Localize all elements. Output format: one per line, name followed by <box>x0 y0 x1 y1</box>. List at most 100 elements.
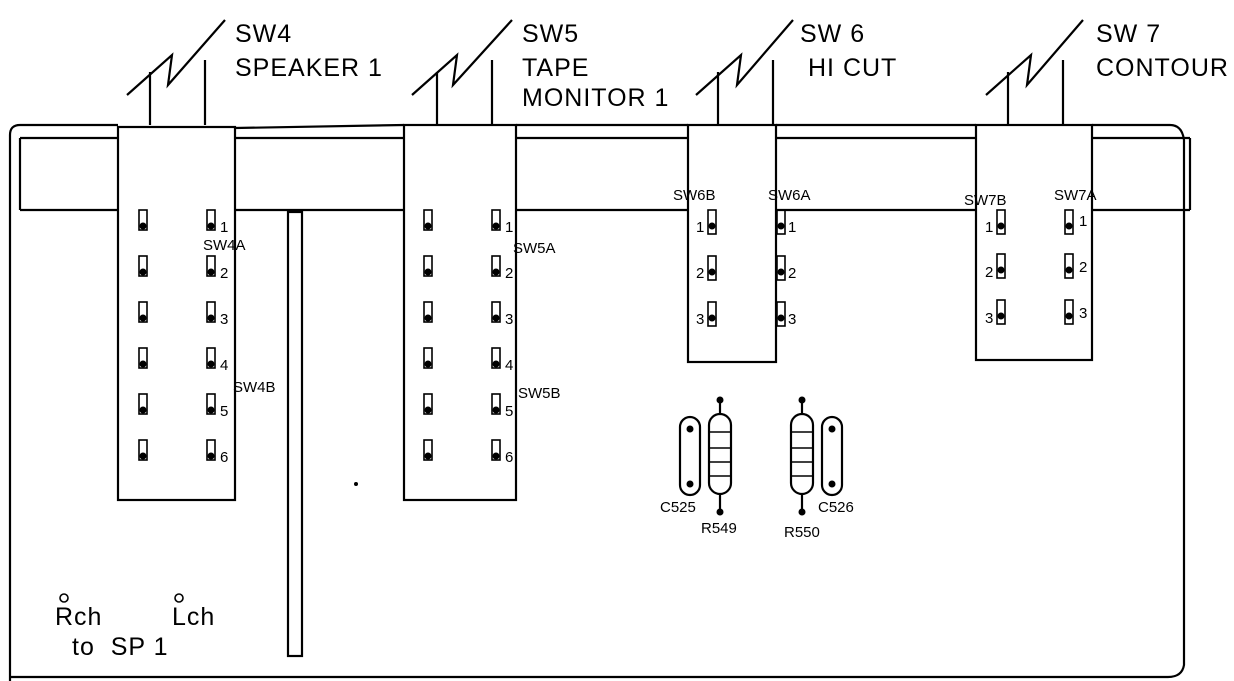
pin-pad <box>776 209 786 235</box>
pin-number: 4 <box>220 357 228 374</box>
stray-dot <box>354 482 358 486</box>
pin-dot <box>1065 312 1073 320</box>
component-label: R549 <box>701 520 737 537</box>
pin-dot <box>492 406 500 414</box>
pin-pad <box>206 301 216 323</box>
switch-body <box>686 123 778 364</box>
switch-title: SW4 <box>235 20 292 48</box>
pin-pad <box>423 301 433 323</box>
pin-dot <box>1065 266 1073 274</box>
pin-pad <box>1064 209 1074 235</box>
switch-sw4: SW4 SPEAKER 1 SW4A SW4B 1 2 3 4 5 6 <box>116 19 382 502</box>
switch-side-a: SW4A <box>203 237 246 254</box>
pin-dot <box>708 222 716 230</box>
pin-dot <box>139 406 147 414</box>
pin-dot <box>492 222 500 230</box>
capacitor-c525: C525 <box>660 415 702 516</box>
pin-dot <box>207 360 215 368</box>
switch-side-a: SW5A <box>513 240 556 257</box>
pin-dot <box>424 268 432 276</box>
pin-pad <box>206 347 216 369</box>
switch-subtitle: MONITOR 1 <box>522 84 669 112</box>
terminal-rch: Rch <box>55 593 101 631</box>
pin-number: 1 <box>696 219 704 236</box>
pin-pad <box>206 393 216 415</box>
capacitor-c526: C526 <box>818 415 854 516</box>
switch-sw7: SW 7 CONTOUR SW7B SW7A 1 1 2 2 3 3 <box>964 19 1229 362</box>
switch-side-a: SW6A <box>768 187 811 204</box>
switch-sw6: SW 6 HI CUT SW6B SW6A 1 1 2 2 3 3 <box>673 19 897 364</box>
switch-title: SW 7 <box>1096 20 1161 48</box>
switch-side-b: SW7B <box>964 192 1007 209</box>
pin-number: 5 <box>505 403 513 420</box>
pin-number: 2 <box>696 265 704 282</box>
pin-pad <box>707 301 717 327</box>
resistor-r549: R549 <box>701 396 737 537</box>
pin-dot <box>997 222 1005 230</box>
pin-number: 4 <box>505 357 513 374</box>
pin-pad <box>1064 253 1074 279</box>
terminal-lch: Lch <box>172 593 215 631</box>
pin-pad <box>491 347 501 369</box>
pcb-board <box>8 123 1186 681</box>
component-label: C525 <box>660 499 696 516</box>
pin-dot <box>997 266 1005 274</box>
switch-subtitle: HI CUT <box>808 54 897 82</box>
pin-pad <box>138 255 148 277</box>
switch-pins: 1 1 2 2 3 3 <box>985 209 1087 327</box>
pin-dot <box>424 314 432 322</box>
switch-shaft <box>695 19 794 125</box>
pin-pad <box>423 439 433 461</box>
pin-number: 1 <box>1079 213 1087 230</box>
pin-number: 3 <box>788 311 796 328</box>
pin-dot <box>207 268 215 276</box>
pin-number: 6 <box>220 449 228 466</box>
pin-dot <box>777 222 785 230</box>
pin-pad <box>206 255 216 277</box>
pin-dot <box>424 452 432 460</box>
switch-side-b: SW5B <box>518 385 561 402</box>
pin-dot <box>708 268 716 276</box>
pin-dot <box>777 314 785 322</box>
switch-pins: 1 1 2 2 3 3 <box>696 209 796 328</box>
resistor-r550: R550 <box>784 396 820 541</box>
pin-dot <box>492 314 500 322</box>
pin-pad <box>996 253 1006 279</box>
pin-pad <box>996 209 1006 235</box>
pin-pad <box>707 209 717 235</box>
pin-dot <box>492 268 500 276</box>
pin-dot <box>424 406 432 414</box>
pin-dot <box>708 314 716 322</box>
switch-body <box>402 123 518 502</box>
pin-pad <box>491 209 501 231</box>
pin-pad <box>491 439 501 461</box>
pin-number: 2 <box>505 265 513 282</box>
switch-subtitle: CONTOUR <box>1096 54 1229 82</box>
pin-pad <box>776 255 786 281</box>
pin-pad <box>491 255 501 277</box>
component-label: R550 <box>784 524 820 541</box>
pin-pad <box>423 347 433 369</box>
switch-title: SW5 <box>522 20 579 48</box>
pin-dot <box>424 360 432 368</box>
pin-number: 5 <box>220 403 228 420</box>
pin-dot <box>207 452 215 460</box>
pin-pad <box>996 299 1006 325</box>
pin-dot <box>139 360 147 368</box>
pin-pad <box>491 393 501 415</box>
pin-dot <box>207 222 215 230</box>
pin-number: 2 <box>788 265 796 282</box>
switch-shaft <box>126 19 226 125</box>
switch-body <box>116 125 237 502</box>
pin-pad <box>423 255 433 277</box>
pin-number: 3 <box>220 311 228 328</box>
switch-shaft <box>985 19 1084 125</box>
pin-dot <box>424 222 432 230</box>
pin-number: 3 <box>696 311 704 328</box>
terminal-label: Lch <box>172 603 215 631</box>
pin-pad <box>776 301 786 327</box>
switch-side-a: SW7A <box>1054 187 1097 204</box>
pin-dot <box>492 452 500 460</box>
pin-dot <box>139 268 147 276</box>
